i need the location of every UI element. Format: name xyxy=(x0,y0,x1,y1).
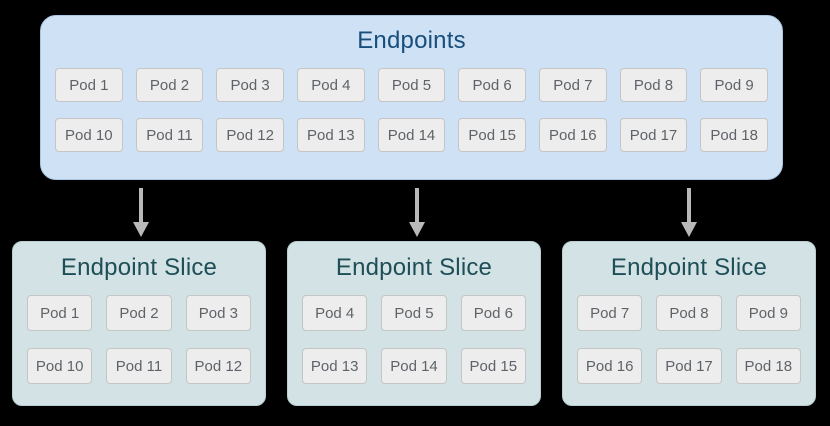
pod-box: Pod 13 xyxy=(296,118,365,152)
slice-pod-grid: Pod 4 Pod 5 Pod 6 Pod 13 Pod 14 Pod 15 xyxy=(288,282,540,384)
pod-box: Pod 11 xyxy=(106,348,172,384)
arrow-head xyxy=(409,222,425,237)
pod-box: Pod 12 xyxy=(216,118,284,152)
pod-box: Pod 1 xyxy=(27,295,93,331)
down-arrow-icon xyxy=(681,188,697,237)
pod-box: Pod 8 xyxy=(619,68,688,102)
pod-box: Pod 8 xyxy=(656,295,722,331)
pod-box: Pod 4 xyxy=(296,68,365,102)
endpoints-box: Endpoints Pod 1 Pod 2 Pod 3 Pod 4 Pod 5 Pod 6… xyxy=(40,15,783,180)
pod-box: Pod 12 xyxy=(185,348,251,384)
endpoint-slice-title: Endpoint Slice xyxy=(60,254,218,281)
slice-pod-grid: Pod 7 Pod 8 Pod 9 Pod 16 Pod 17 Pod 18 xyxy=(563,282,815,384)
pod-box: Pod 15 xyxy=(458,118,526,152)
pod-box: Pod 7 xyxy=(577,295,643,331)
pod-box: Pod 3 xyxy=(185,295,251,331)
pod-box: Pod 17 xyxy=(619,118,688,152)
endpoint-slice-title: Endpoint Slice xyxy=(335,254,493,281)
pod-box: Pod 5 xyxy=(381,295,447,331)
pod-box: Pod 6 xyxy=(458,68,526,102)
pod-box: Pod 5 xyxy=(377,68,446,102)
down-arrow-icon xyxy=(409,188,425,237)
arrow-shaft xyxy=(415,188,419,222)
pod-box: Pod 15 xyxy=(460,348,526,384)
pod-box: Pod 2 xyxy=(135,68,204,102)
arrow-shaft xyxy=(687,188,691,222)
pod-box: Pod 1 xyxy=(55,68,123,102)
pod-box: Pod 10 xyxy=(55,118,123,152)
pod-box: Pod 2 xyxy=(106,295,172,331)
down-arrow-icon xyxy=(133,188,149,237)
endpoints-pod-grid: Pod 1 Pod 2 Pod 3 Pod 4 Pod 5 Pod 6 Pod 7 Pod 8… xyxy=(41,55,782,152)
arrow-shaft xyxy=(139,188,143,222)
pod-box: Pod 14 xyxy=(381,348,447,384)
pod-box: Pod 11 xyxy=(135,118,204,152)
pod-box: Pod 18 xyxy=(700,118,768,152)
pod-box: Pod 6 xyxy=(460,295,526,331)
endpoints-title: Endpoints xyxy=(357,27,466,54)
arrow-head xyxy=(133,222,149,237)
pod-box: Pod 7 xyxy=(538,68,607,102)
pod-box: Pod 9 xyxy=(735,295,801,331)
slice-pod-grid: Pod 1 Pod 2 Pod 3 Pod 10 Pod 11 Pod 12 xyxy=(13,282,265,384)
pod-box: Pod 14 xyxy=(377,118,446,152)
pod-box: Pod 9 xyxy=(700,68,768,102)
pod-box: Pod 10 xyxy=(27,348,93,384)
endpoint-slice-title: Endpoint Slice xyxy=(610,254,768,281)
pod-box: Pod 13 xyxy=(302,348,368,384)
pod-box: Pod 4 xyxy=(302,295,368,331)
pod-box: Pod 3 xyxy=(216,68,284,102)
pod-box: Pod 16 xyxy=(577,348,643,384)
arrow-head xyxy=(681,222,697,237)
pod-box: Pod 18 xyxy=(735,348,801,384)
pod-box: Pod 16 xyxy=(538,118,607,152)
pod-box: Pod 17 xyxy=(656,348,722,384)
